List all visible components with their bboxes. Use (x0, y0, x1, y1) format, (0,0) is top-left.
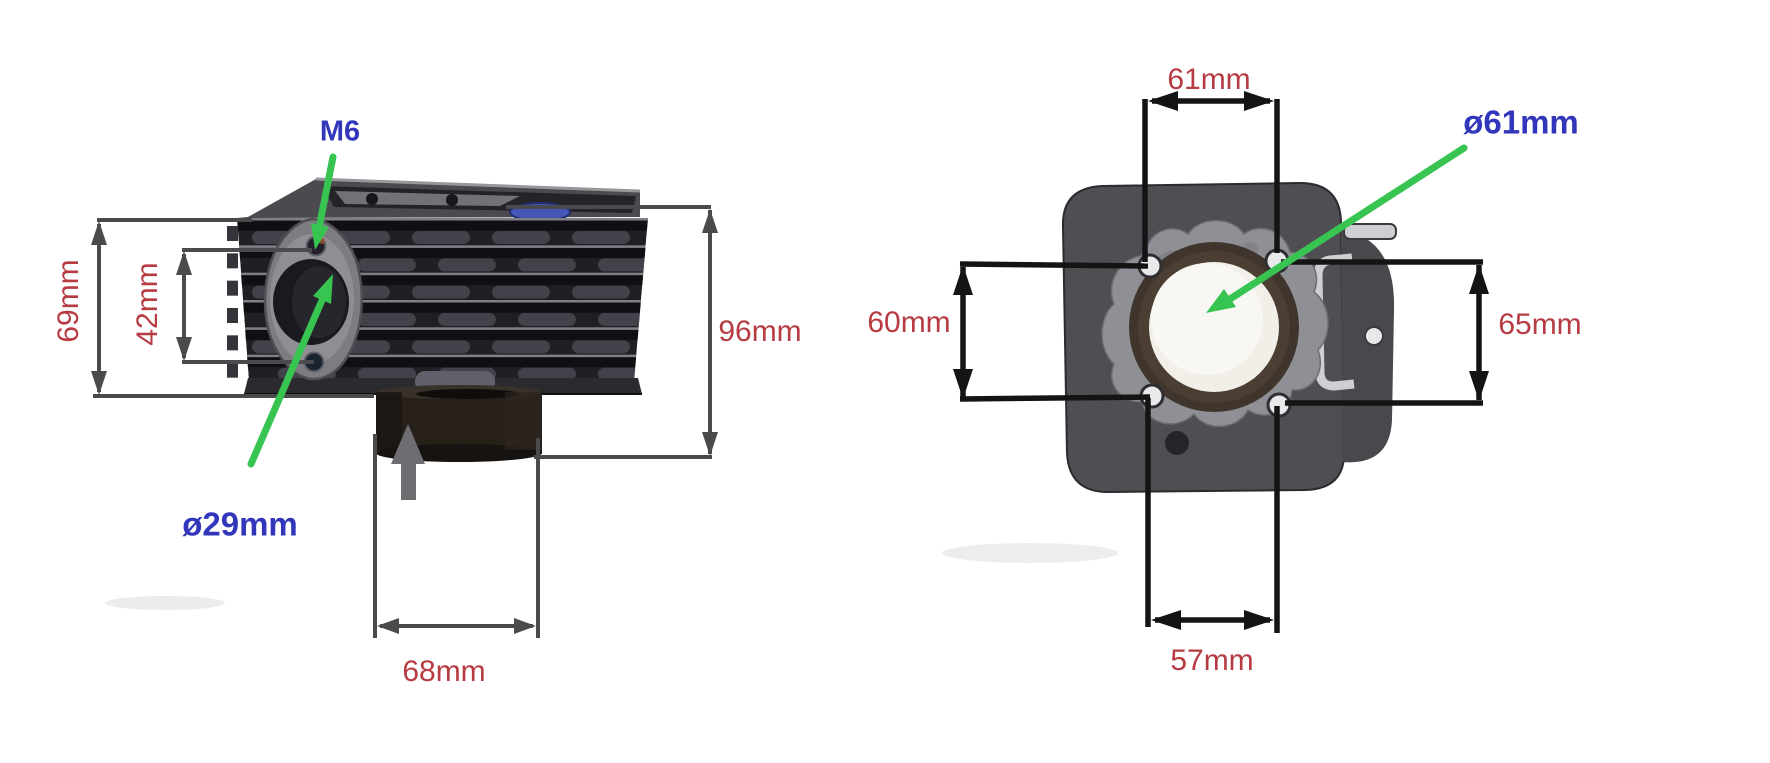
fin-row (237, 329, 640, 340)
fin-row (358, 258, 416, 272)
fin-row (412, 231, 470, 244)
fin-row (237, 247, 646, 258)
dim-label-68mm: 68mm (402, 655, 486, 688)
fin-row (598, 258, 648, 272)
fin-row (237, 218, 648, 221)
fin-row (358, 367, 416, 381)
dim-label-96mm: 96mm (718, 315, 802, 348)
fin-row (237, 220, 648, 231)
fin-edge-tabs (227, 226, 238, 378)
dim-label-60mm: 60mm (867, 306, 951, 339)
fin-row (492, 285, 550, 299)
side-bracket-slot (1343, 223, 1397, 240)
dim-60mm-lines (953, 261, 1151, 402)
m6-callout-arrow (311, 153, 337, 250)
dim-69mm-lines (91, 218, 374, 398)
cylinder-base-view (1061, 181, 1397, 494)
dim-label-57mm: 57mm (1170, 644, 1254, 677)
dim-68mm-lines (373, 434, 540, 638)
fin-row (572, 231, 630, 244)
fin-row (237, 327, 640, 330)
callout-arrows (247, 144, 1468, 468)
fin-row (438, 258, 496, 272)
photo-smudge (105, 596, 225, 610)
dim-label-61mm: 61mm (1167, 63, 1251, 96)
fin-row (492, 340, 550, 354)
fin-row (438, 312, 496, 326)
side-bolt-hole (1364, 326, 1384, 346)
fin-row (237, 357, 638, 368)
port-diameter-callout-arrow (247, 274, 333, 468)
dim-57mm-lines (1145, 398, 1280, 633)
fin-row (227, 226, 238, 241)
dim-label-42mm: 42mm (131, 262, 164, 346)
fin-row (227, 307, 238, 323)
head-face (237, 177, 641, 218)
dowel-recess (1165, 431, 1189, 455)
fin-row (237, 302, 642, 313)
spigot-pointer-arrow (391, 424, 425, 500)
dim-65mm-lines (1281, 259, 1489, 406)
fin-row (227, 280, 238, 296)
photo-smudge (942, 543, 1118, 563)
intake-port-diameter-label: ø29mm (182, 505, 298, 543)
side-view-dimension-lines (91, 205, 718, 638)
fin-row (572, 340, 630, 354)
fin-row (412, 340, 470, 354)
fin-row (358, 312, 416, 326)
fin-row (237, 299, 642, 303)
base-view-dimension-lines (953, 91, 1489, 633)
fin-row (237, 275, 644, 286)
dim-61mm-lines (1142, 91, 1280, 262)
fin-row (492, 231, 550, 244)
fin-row (518, 312, 576, 326)
fin-row (572, 285, 630, 299)
bore-diameter-callout-arrow (1206, 144, 1468, 313)
m6-label: M6 (319, 115, 361, 148)
fin-row (518, 367, 576, 381)
fin-row (227, 335, 238, 351)
fin-row (237, 354, 638, 358)
dim-label-69mm: 69mm (52, 259, 85, 343)
cylinder-side-view (227, 177, 648, 462)
bore-diameter-label: ø61mm (1463, 103, 1579, 141)
fin-row (598, 312, 648, 326)
dim-label-65mm: 65mm (1498, 308, 1582, 341)
fin-row (237, 272, 644, 276)
dim-96mm-lines (506, 205, 718, 459)
fin-row (518, 258, 576, 272)
fin-row (237, 245, 646, 248)
fin-row (227, 253, 238, 269)
fin-row (227, 362, 238, 378)
intake-flange (263, 217, 364, 381)
exhaust-side-bulge (1341, 230, 1395, 463)
fin-row (412, 285, 470, 299)
